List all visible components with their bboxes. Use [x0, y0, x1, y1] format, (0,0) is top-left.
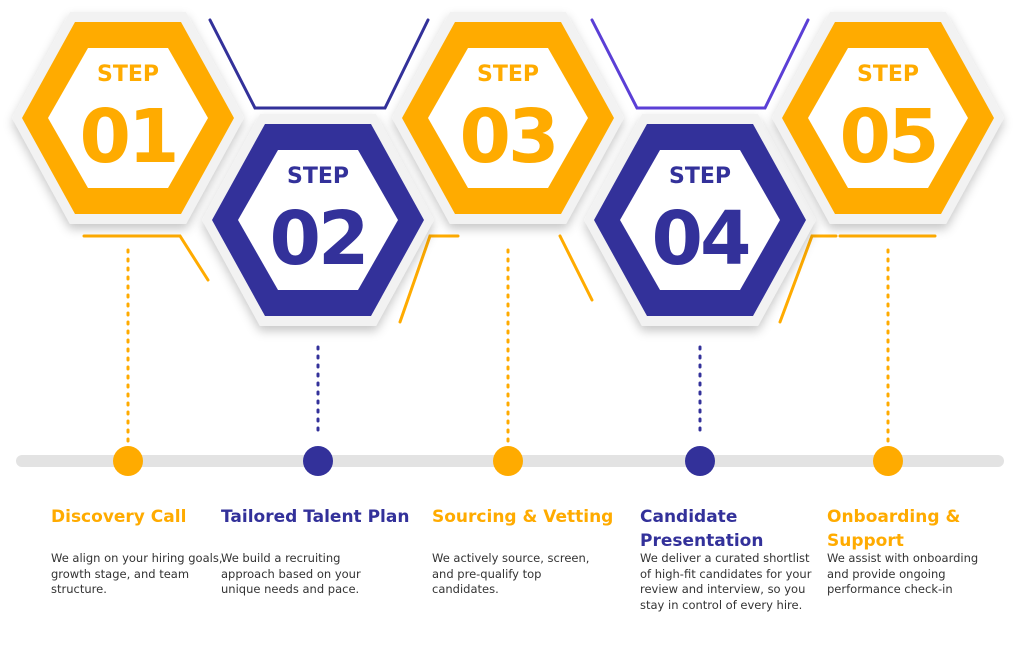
hex-inner [238, 150, 398, 290]
step-3-info: Sourcing & Vetting We actively source, sc… [432, 505, 614, 596]
step-title: Tailored Talent Plan [221, 507, 410, 527]
step-title: Sourcing & Vetting [432, 507, 614, 527]
step-description: We actively source, screen, and pre-qual… [432, 551, 590, 596]
hex-connectors [82, 18, 937, 324]
step-description: We deliver a curated shortlist of high-f… [640, 551, 812, 612]
connector-3-drop [558, 234, 594, 302]
step-title: Candidate Presentation [640, 507, 764, 551]
step-number: 05 [840, 94, 937, 180]
step-description: We align on your hiring goals, growth st… [51, 551, 223, 596]
hex-inner [808, 48, 968, 188]
step-2-timeline-dot [303, 446, 333, 476]
hex-inner [428, 48, 588, 188]
step-1-timeline-dot [113, 446, 143, 476]
step-3-timeline-dot [493, 446, 523, 476]
step-title: Onboarding & Support [827, 507, 961, 551]
step-1-info: Discovery Call We align on your hiring go… [51, 505, 222, 596]
stem-layer [113, 248, 903, 476]
step-label: STEP [669, 164, 731, 189]
connector-1-drop [82, 234, 210, 282]
step-number: 04 [652, 196, 749, 282]
step-label: STEP [857, 62, 919, 87]
step-label: STEP [97, 62, 159, 87]
step-4-hexagon: STEP 04 [584, 114, 816, 326]
step-5-timeline-dot [873, 446, 903, 476]
step-label: STEP [477, 62, 539, 87]
step-1-hexagon: STEP 01 [12, 12, 244, 224]
step-4-timeline-dot [685, 446, 715, 476]
step-number: 01 [80, 94, 177, 180]
hex-inner [48, 48, 208, 188]
hex-inner [620, 150, 780, 290]
step-description: We assist with onboarding and provide on… [827, 551, 979, 596]
step-number: 02 [270, 196, 367, 282]
connector-1-2 [208, 18, 430, 110]
step-label: STEP [287, 164, 349, 189]
connector-2-3 [398, 234, 460, 324]
step-5-hexagon: STEP 05 [772, 12, 1004, 224]
connector-3-4 [590, 18, 810, 110]
step-2-hexagon: STEP 02 [202, 114, 434, 326]
step-description: We build a recruiting approach based on … [221, 551, 361, 596]
step-3-hexagon: STEP 03 [392, 12, 624, 224]
step-title: Discovery Call [51, 507, 187, 527]
connector-4-5 [778, 234, 838, 324]
step-number: 03 [460, 94, 557, 180]
step-2-info: Tailored Talent Plan We build a recruitin… [221, 505, 421, 596]
